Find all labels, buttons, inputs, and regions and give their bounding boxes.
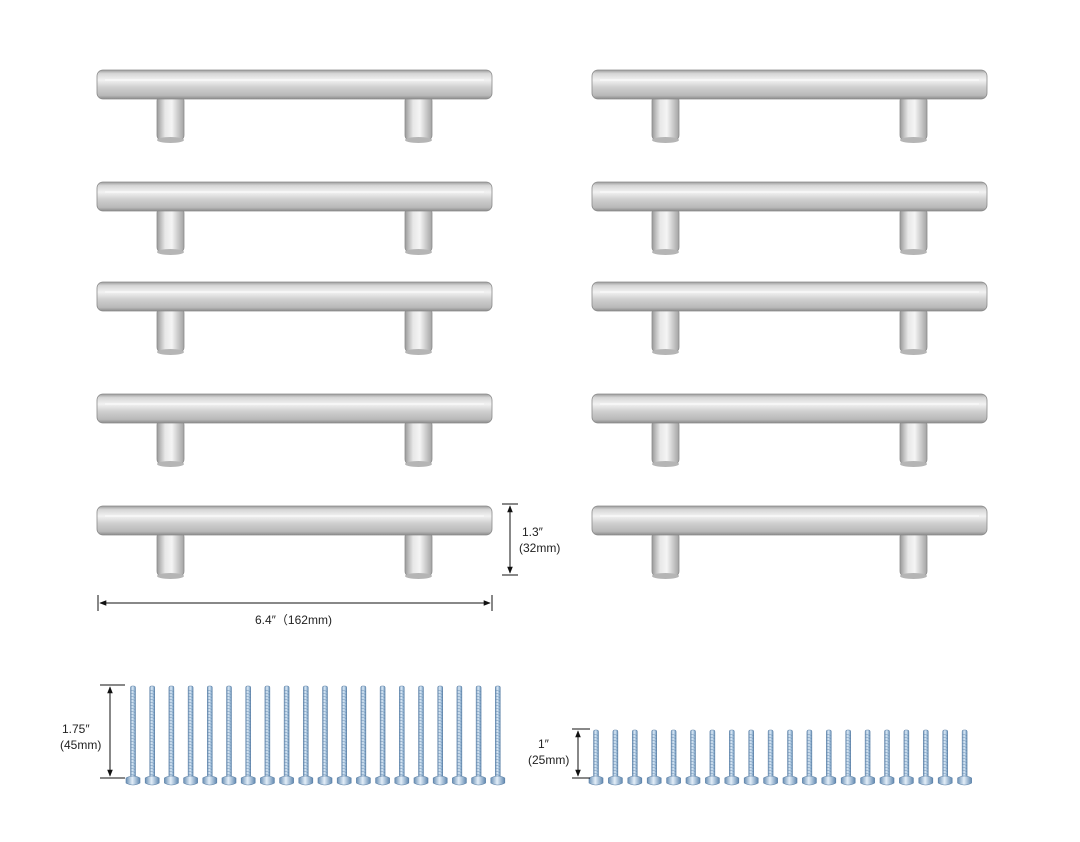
bar-pull-handle-icon <box>96 505 493 579</box>
bar-pull-handle-icon <box>591 393 988 467</box>
short-screw-imperial: 1″ <box>538 737 550 751</box>
bar-pull-handle-icon <box>96 181 493 255</box>
machine-screw-icon <box>202 685 218 786</box>
machine-screw-icon <box>782 729 798 786</box>
machine-screw-icon <box>336 685 352 786</box>
handle-height-metric: (32mm) <box>519 541 560 555</box>
machine-screw-icon <box>588 729 604 786</box>
machine-screw-icon <box>164 685 179 786</box>
bar-pull-handle-icon <box>591 181 988 255</box>
machine-screw-icon <box>879 729 895 786</box>
machine-screw-icon <box>356 685 371 786</box>
machine-screw-icon <box>413 685 429 786</box>
machine-screw-icon <box>608 729 623 786</box>
machine-screw-icon <box>860 729 875 786</box>
short-screw-metric: (25mm) <box>528 753 569 767</box>
machine-screw-icon <box>240 685 256 786</box>
machine-screw-icon <box>666 729 681 786</box>
machine-screw-icon <box>260 685 275 786</box>
bar-pull-handle-icon <box>591 69 988 143</box>
machine-screw-icon <box>802 729 817 786</box>
bar-pull-handle-icon <box>591 505 988 579</box>
machine-screw-icon <box>763 729 778 786</box>
short-screw-dimension: 1″ (25mm) <box>528 728 590 779</box>
short-screw-group <box>588 729 972 786</box>
bar-pull-handle-icon <box>96 393 493 467</box>
bar-pull-handle-icon <box>591 281 988 355</box>
machine-screw-icon <box>957 729 972 786</box>
machine-screw-icon <box>918 729 934 786</box>
long-screw-metric: (45mm) <box>60 738 101 752</box>
handle-height-imperial: 1.3″ <box>522 525 544 539</box>
handle-grid <box>96 69 988 579</box>
machine-screw-icon <box>221 685 237 786</box>
machine-screw-icon <box>432 685 448 786</box>
machine-screw-icon <box>646 729 662 786</box>
machine-screw-icon <box>452 685 467 786</box>
machine-screw-icon <box>317 685 333 786</box>
machine-screw-icon <box>724 729 740 786</box>
machine-screw-icon <box>627 729 643 786</box>
machine-screw-icon <box>490 685 506 786</box>
bar-pull-handle-icon <box>96 69 493 143</box>
machine-screw-icon <box>125 685 141 786</box>
long-screw-dimension: 1.75″ (45mm) <box>60 684 125 779</box>
machine-screw-icon <box>279 685 294 786</box>
machine-screw-icon <box>840 729 856 786</box>
handle-height-dimension: 1.3″ (32mm) <box>502 503 560 576</box>
machine-screw-icon <box>375 685 390 786</box>
machine-screw-icon <box>471 685 486 786</box>
machine-screw-icon <box>298 685 314 786</box>
machine-screw-icon <box>144 685 160 786</box>
long-screw-group <box>125 685 506 786</box>
machine-screw-icon <box>937 729 953 786</box>
bar-pull-handle-icon <box>96 281 493 355</box>
handle-length-label: 6.4″（162mm) <box>255 613 332 627</box>
machine-screw-icon <box>743 729 759 786</box>
machine-screw-icon <box>899 729 914 786</box>
machine-screw-icon <box>394 685 410 786</box>
machine-screw-icon <box>685 729 701 786</box>
machine-screw-icon <box>183 685 198 786</box>
handle-length-dimension: 6.4″（162mm) <box>97 595 493 627</box>
long-screw-imperial: 1.75″ <box>62 722 90 736</box>
machine-screw-icon <box>821 729 837 786</box>
machine-screw-icon <box>705 729 720 786</box>
